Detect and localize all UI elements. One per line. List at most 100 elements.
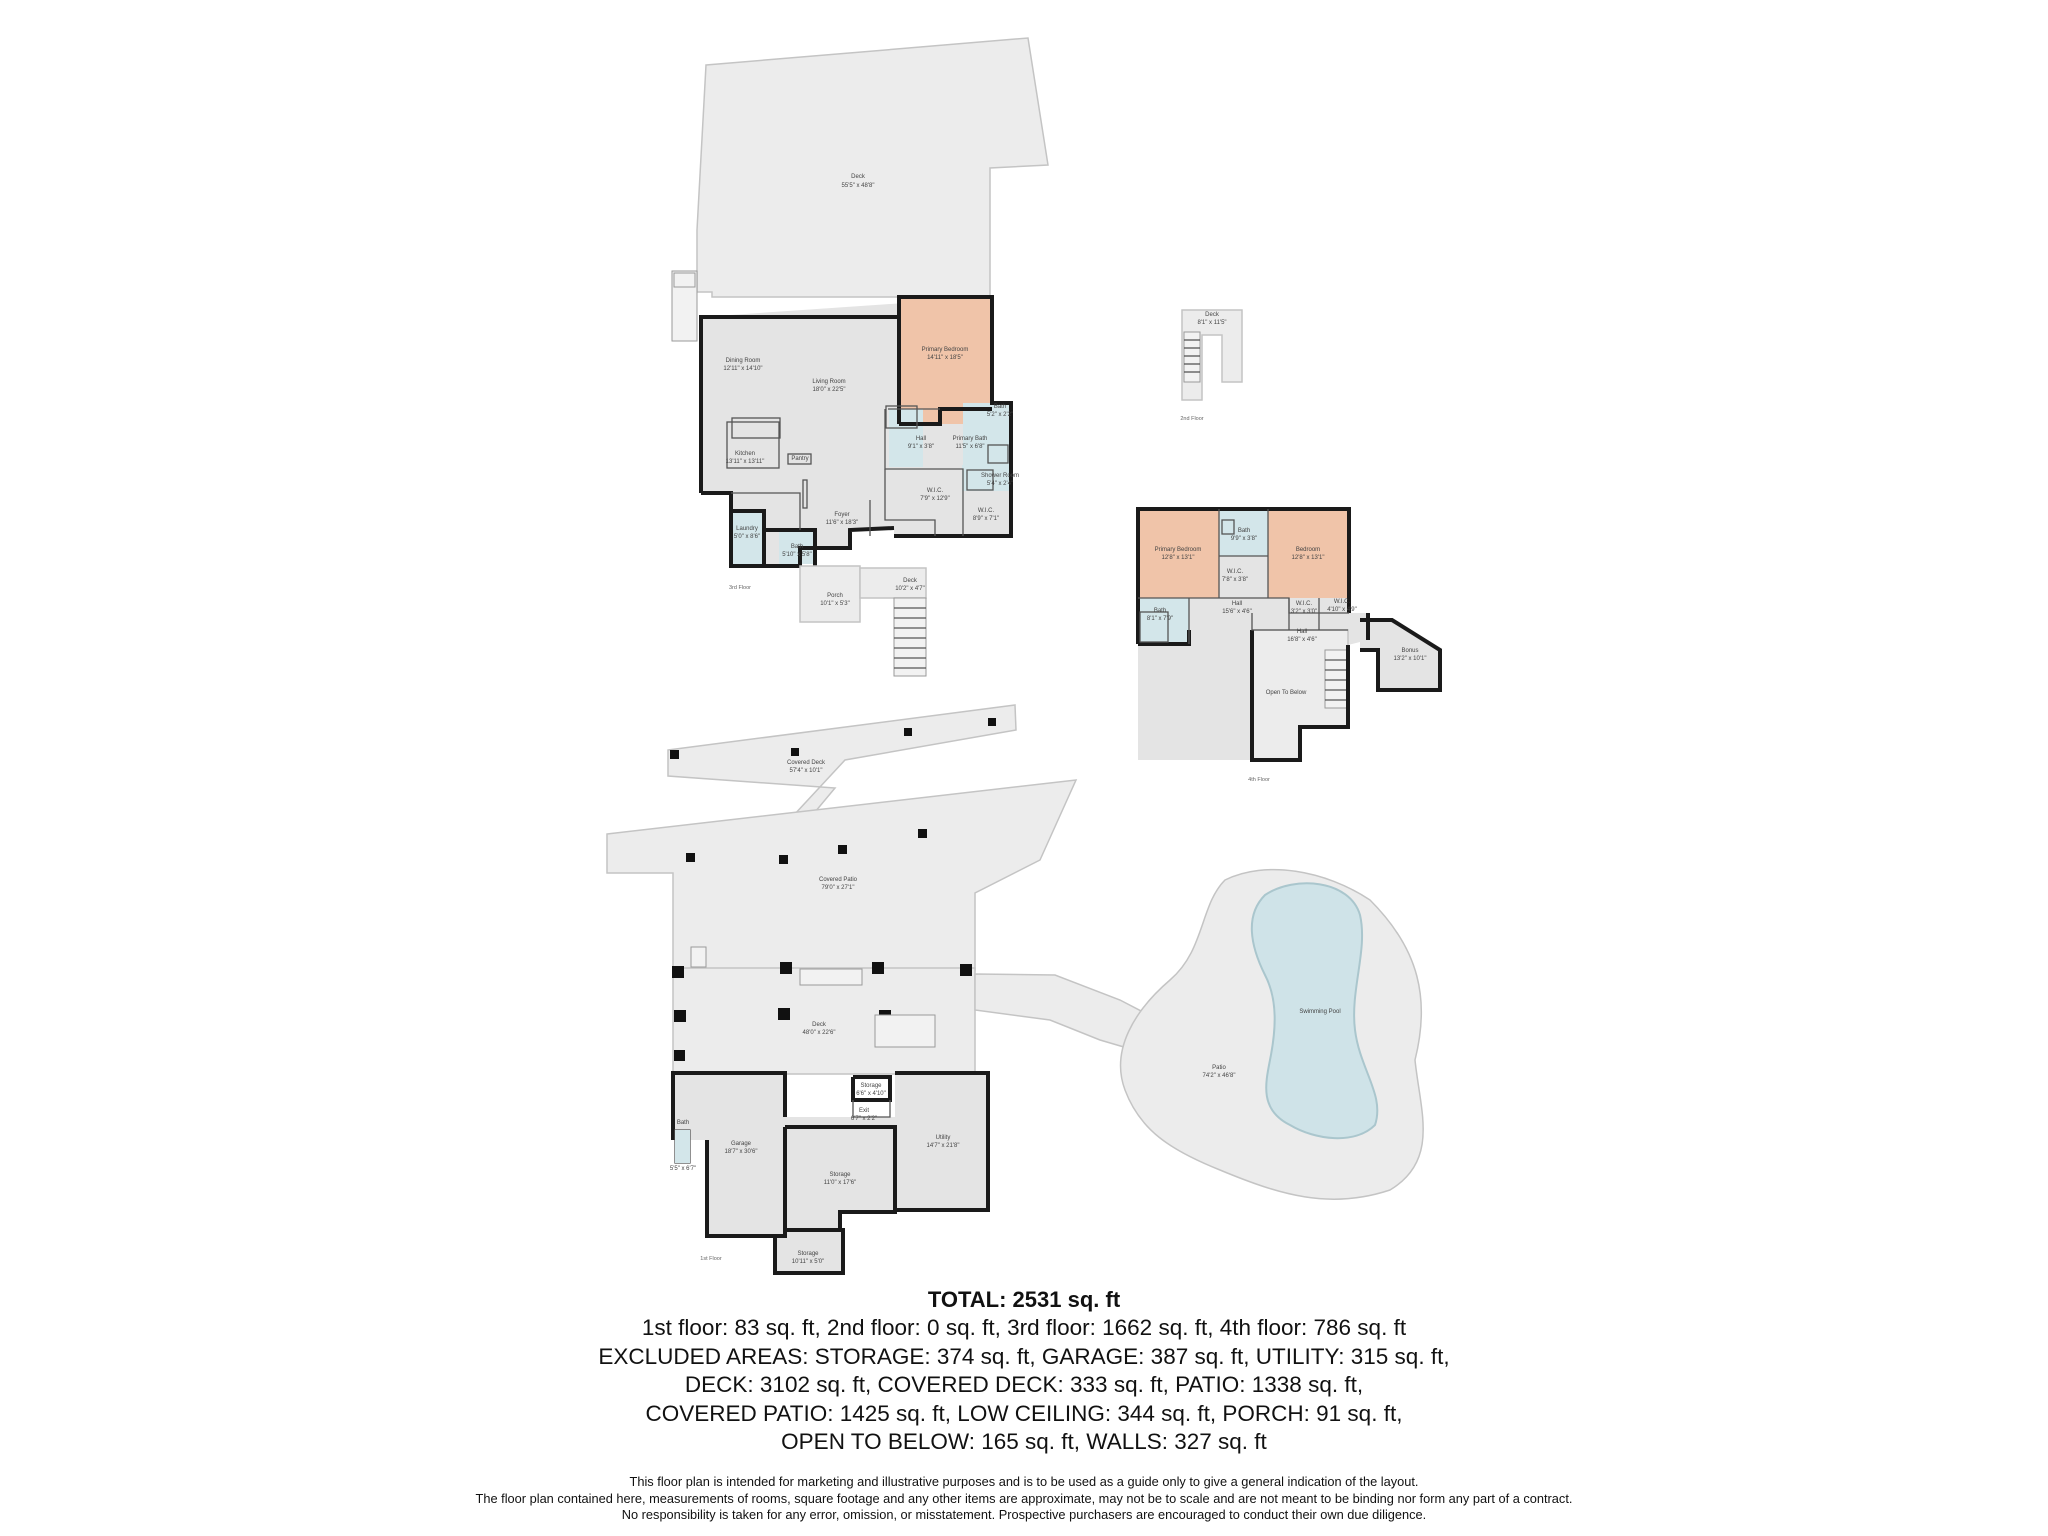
storage-mid-label: Storage [829, 1172, 851, 1178]
second-floor-plan: Deck 8'1" x 11'5" 2nd Floor [1180, 309, 1243, 422]
fourth-primary-bedroom-dim: 12'8" x 13'1" [1162, 555, 1195, 561]
primary-bedroom-label: Primary Bedroom [922, 347, 969, 353]
third-floor-plan: Deck 55'5" x 48'8" Primary Bedroom 14'11… [671, 37, 1049, 677]
primary-bath-dim: 11'5" x 6'8" [955, 444, 984, 450]
fourth-hall-low-label: Hall [1297, 629, 1307, 635]
foyer-dim: 11'6" x 18'3" [826, 520, 858, 526]
summary-line-covered-patio: COVERED PATIO: 1425 sq. ft, LOW CEILING:… [645, 1400, 1403, 1426]
kitchen-label: Kitchen [735, 451, 755, 457]
first-bath-label: Bath [677, 1120, 689, 1126]
covered-deck-label: Covered Deck [787, 760, 826, 766]
storage-mid-dim: 11'0" x 17'6" [824, 1180, 856, 1186]
deck-stair-label: Deck [903, 578, 918, 584]
total-area: TOTAL: 2531 sq. ft [927, 1287, 1121, 1312]
deck-stair-dim: 10'2" x 4'7" [895, 586, 925, 592]
wic-a-dim: 7'9" x 12'9" [920, 496, 950, 502]
shower-room-label: Shower Room [981, 473, 1019, 479]
fourth-bath-left-dim: 8'1" x 7'9" [1147, 616, 1173, 622]
fourth-bath-mid-label: Bath [1238, 528, 1250, 534]
fourth-wic-r1-label: W.I.C. [1296, 601, 1313, 607]
utility-label: Utility [936, 1135, 951, 1141]
exit-dim: 6'7" x 2'2" [851, 1116, 877, 1122]
deck-top-dim: 55'5" x 48'8" [842, 183, 875, 189]
fourth-bath-mid-dim: 9'9" x 3'8" [1231, 536, 1257, 542]
bath-upper-label: Bath [994, 404, 1006, 410]
fourth-open-to-below-label: Open To Below [1266, 690, 1307, 696]
storage-bottom-label: Storage [797, 1251, 819, 1257]
fourth-floor-plan: Primary Bedroom 12'8" x 13'1" Bedroom 12… [1136, 507, 1442, 783]
third-floor-label: 3rd Floor [729, 585, 751, 591]
porch-label: Porch [827, 593, 843, 599]
covered-deck-dim: 57'4" x 10'1" [790, 768, 823, 774]
summary-line-excluded: EXCLUDED AREAS: STORAGE: 374 sq. ft, GAR… [598, 1343, 1450, 1369]
fourth-hall-mid-label: Hall [1232, 601, 1242, 607]
second-deck-dim: 8'1" x 11'5" [1197, 320, 1226, 326]
swimming-pool-label: Swimming Pool [1299, 1009, 1340, 1015]
swimming-pool [1250, 882, 1379, 1140]
laundry-dim: 5'0" x 8'6" [734, 534, 760, 540]
covered-patio-dim: 79'0" x 27'1" [822, 885, 855, 891]
covered-patio-area [606, 779, 1078, 971]
summary-line-open-to-below: OPEN TO BELOW: 165 sq. ft, WALLS: 327 sq… [781, 1429, 1267, 1455]
bath-upper-dim: 5'2" x 2'2" [987, 412, 1013, 418]
disclaimer-line-1: This floor plan is intended for marketin… [629, 1474, 1419, 1489]
fourth-bedroom-label: Bedroom [1296, 547, 1320, 553]
patio-dim: 74'2" x 46'8" [1203, 1073, 1236, 1079]
first-floor-plan: Covered Deck 57'4" x 10'1" Covered Patio… [606, 704, 1424, 1275]
wic-b-dim: 8'9" x 7'1" [973, 516, 999, 522]
disclaimer: This floor plan is intended for marketin… [0, 1474, 2048, 1524]
fourth-bedroom-fill [1268, 509, 1349, 598]
deck-top-label: Deck [851, 174, 866, 180]
wic-a-label: W.I.C. [927, 488, 944, 494]
hall-label: Hall [916, 436, 926, 442]
storage-small-dim: 6'6" x 4'10" [856, 1091, 886, 1097]
kitchen-dim: 13'11" x 13'11" [726, 459, 765, 465]
living-room-dim: 18'0" x 22'5" [813, 387, 846, 393]
fourth-primary-bedroom-label: Primary Bedroom [1155, 547, 1202, 553]
fourth-wic-r2-dim: 4'10" x 4'9" [1327, 607, 1357, 613]
bath-lower-label: Bath [791, 544, 803, 550]
disclaimer-line-2: The floor plan contained here, measureme… [475, 1490, 1573, 1506]
fourth-wic-mid-dim: 7'8" x 3'8" [1222, 577, 1248, 583]
fourth-bonus-dim: 13'2" x 10'1" [1394, 656, 1427, 662]
fourth-wic-mid-label: W.I.C. [1227, 569, 1244, 575]
wic-b-label: W.I.C. [978, 508, 995, 514]
first-deck-label: Deck [812, 1022, 827, 1028]
summary-line-deck: DECK: 3102 sq. ft, COVERED DECK: 333 sq.… [684, 1372, 1364, 1398]
second-floor-label: 2nd Floor [1180, 416, 1203, 422]
primary-bath-label: Primary Bath [953, 436, 988, 442]
first-floor-label: 1st Floor [700, 1256, 722, 1262]
area-summary: TOTAL: 2531 sq. ft 1st floor: 83 sq. ft,… [0, 1286, 2048, 1457]
bath-lower-dim: 5'10" x 5'8" [782, 552, 812, 558]
dining-room-dim: 12'11" x 14'10" [723, 366, 762, 372]
storage-bottom-dim: 10'11" x 5'0" [792, 1259, 824, 1265]
fourth-bath-left-label: Bath [1154, 608, 1166, 614]
first-bath-dim: 5'5" x 6'7" [670, 1166, 696, 1172]
shower-room-dim: 5'4" x 2'4" [987, 481, 1013, 487]
fourth-floor-label: 4th Floor [1248, 777, 1270, 783]
disclaimer-line-3: No responsibility is taken for any error… [621, 1507, 1427, 1522]
garage-dim: 18'7" x 30'6" [725, 1149, 758, 1155]
fourth-wic-r2-label: W.I.C. [1334, 599, 1351, 605]
exit-label: Exit [859, 1108, 869, 1114]
patio-label: Patio [1212, 1065, 1226, 1071]
foyer-label: Foyer [834, 512, 849, 518]
fourth-hall-mid-dim: 15'6" x 4'6" [1222, 609, 1252, 615]
fourth-hall-low-dim: 16'8" x 4'6" [1287, 637, 1317, 643]
hall-dim: 9'1" x 3'8" [908, 444, 934, 450]
bonus-room [1360, 620, 1440, 690]
first-deck-dim: 48'0" x 22'6" [803, 1030, 836, 1036]
fourth-bonus-label: Bonus [1401, 648, 1418, 654]
dining-room-label: Dining Room [726, 358, 761, 364]
summary-line-floors: 1st floor: 83 sq. ft, 2nd floor: 0 sq. f… [641, 1315, 1407, 1340]
primary-bedroom-dim: 14'11" x 18'5" [927, 355, 963, 361]
laundry-label: Laundry [736, 526, 758, 532]
pantry-label: Pantry [791, 456, 808, 462]
primary-bedroom-fill [899, 297, 992, 424]
second-deck-label: Deck [1205, 312, 1220, 318]
deck-stair-area [859, 567, 927, 599]
fourth-bedroom-dim: 12'8" x 13'1" [1292, 555, 1325, 561]
living-room-label: Living Room [812, 379, 845, 385]
porch-dim: 10'1" x 5'3" [820, 601, 850, 607]
